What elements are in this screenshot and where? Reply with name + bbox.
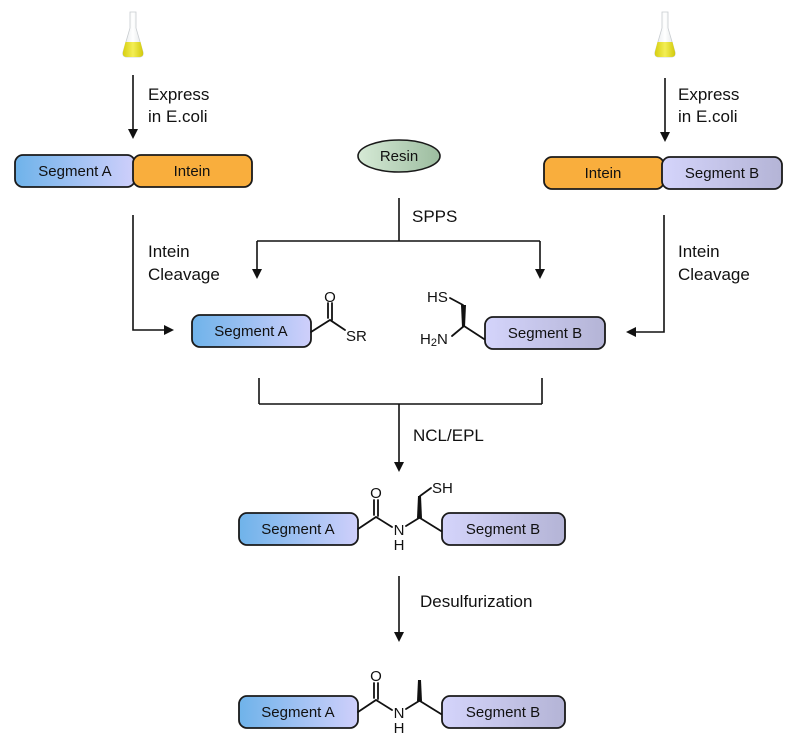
express-label-right-2: in E.coli [678,107,738,126]
cys-segment-b-label: Segment B [508,325,582,342]
methyl-wedge-bond [417,680,422,701]
express-label-left-2: in E.coli [148,107,208,126]
fusion-segment-a-intein: Segment A Intein [14,154,253,188]
spps-label: SPPS [412,207,457,226]
cleavage-arrow-right [626,215,665,337]
fusion-intein-segment-b: Intein Segment B [543,156,783,190]
cys-h2n: H2N [420,331,448,349]
thioester-segment-a-label: Segment A [214,323,287,340]
segment-b-box [661,156,783,190]
cys-segment-b-box [484,316,606,350]
cysteine-segment-b: Segment B HS H2N [420,289,606,350]
thiol-sh: SH [432,480,453,497]
amide-hydrogen: H [394,537,405,554]
ligated-segment-b-box [441,512,566,546]
amide-nitrogen: N [394,522,405,539]
intein-label-right: Intein [585,165,622,182]
thioester-segment-a: Segment A O SR [191,289,367,348]
cys-hs: HS [427,289,448,306]
amide-oxygen: O [370,485,382,502]
desulfurization-label: Desulfurization [420,592,532,611]
final-amide-oxygen: O [370,668,382,685]
cleavage-label-right-2: Cleavage [678,265,750,284]
final-segment-b-label: Segment B [466,704,540,721]
cleavage-label-left-2: Cleavage [148,265,220,284]
express-label-right-1: Express [678,85,739,104]
segment-b-label: Segment B [685,165,759,182]
express-label-left-1: Express [148,85,209,104]
ncl-merge [258,378,543,472]
segment-a-label: Segment A [38,163,111,180]
final-product: Segment A Segment B O N H [238,668,566,737]
final-segment-b-box [441,695,566,729]
thioester-oxygen: O [324,289,336,306]
intein-box [132,154,253,188]
ligated-product: Segment A Segment B O N H SH [238,480,566,554]
resin-node: Resin [357,139,441,173]
ligated-segment-a-label: Segment A [261,521,334,538]
cleavage-label-right-1: Intein [678,242,720,261]
wedge-bond [461,305,466,327]
resin-label: Resin [380,148,418,165]
left-flask-icon [122,11,144,58]
final-segment-a-label: Segment A [261,704,334,721]
right-flask-icon [654,11,676,58]
intein-label: Intein [174,163,211,180]
wedge-bond [417,496,422,518]
thioester-sr: SR [346,328,367,345]
ncl-label: NCL/EPL [413,426,484,445]
cleavage-label-left-1: Intein [148,242,190,261]
final-amide-hydrogen: H [394,720,405,737]
final-amide-nitrogen: N [394,705,405,722]
ligated-segment-b-label: Segment B [466,521,540,538]
cleavage-arrow-left [132,215,174,335]
spps-branch [252,198,545,279]
